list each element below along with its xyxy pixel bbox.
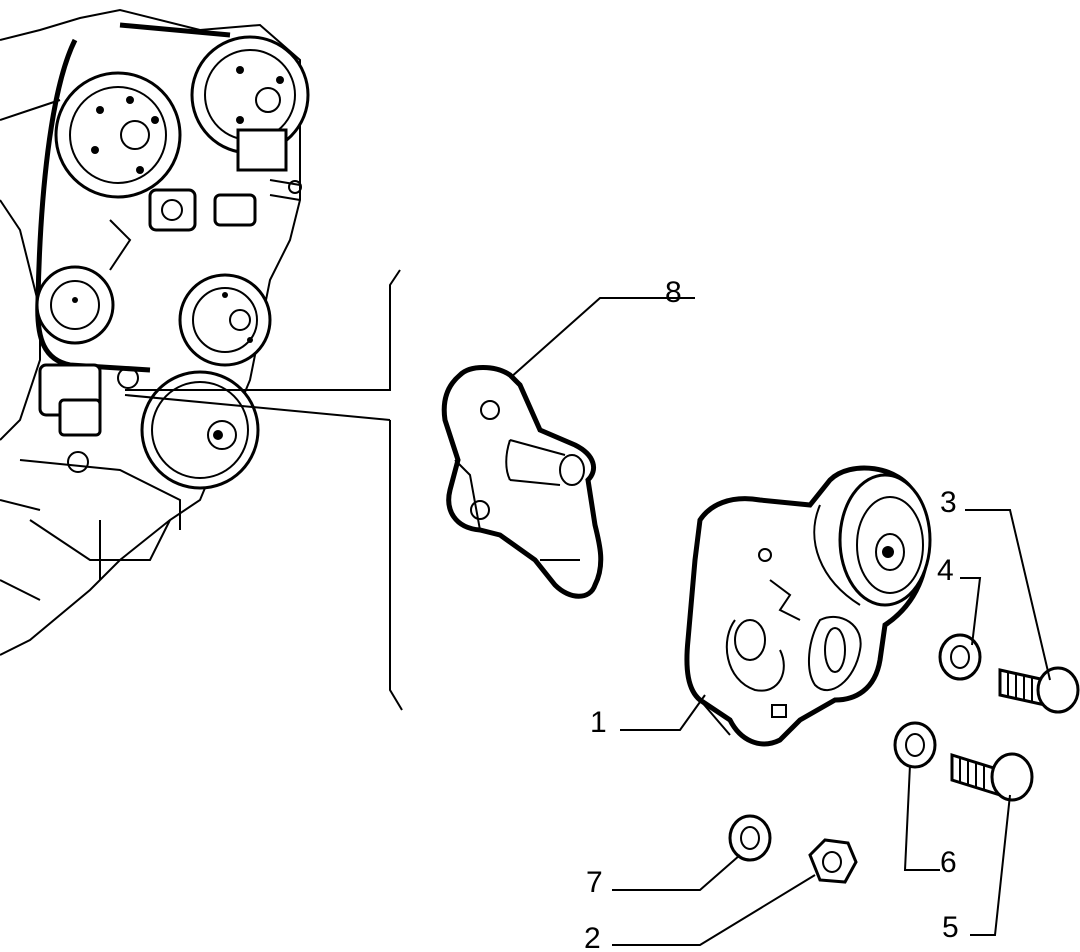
part-5-bolt [950,752,1034,802]
part-3-bolt [998,666,1080,714]
callout-labels: 8 3 4 1 6 7 5 2 [584,276,959,952]
engine-block-illustration [0,8,310,656]
part-1-tensioner [684,465,932,747]
part-6-washer [893,721,937,769]
callout-6: 6 [940,846,957,879]
part-8-bracket [441,365,604,599]
reference-bracket [124,269,403,711]
callout-7: 7 [586,866,603,899]
part-7-washer [728,814,772,862]
part-2-nut [808,838,858,884]
leader-lines [509,297,1051,946]
callout-8: 8 [665,276,682,309]
callout-1: 1 [590,706,607,739]
callout-4: 4 [937,554,954,587]
part-4-washer [938,633,982,681]
callout-5: 5 [942,911,959,944]
callout-3: 3 [940,486,957,519]
callout-2: 2 [584,922,601,952]
